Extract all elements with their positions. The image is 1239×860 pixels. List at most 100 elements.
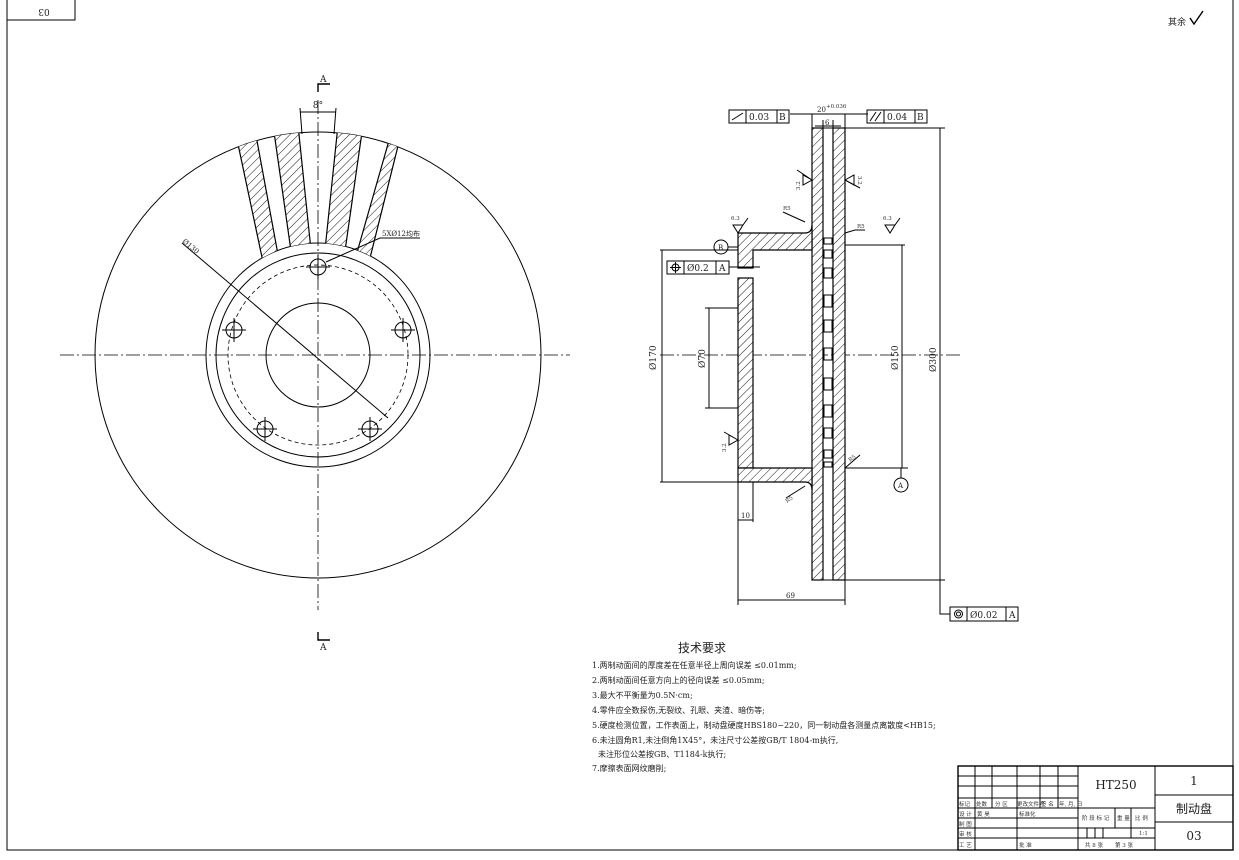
drawing-frame xyxy=(6,0,1234,851)
svg-text:年, 月, 日: 年, 月, 日 xyxy=(1059,800,1083,808)
part-name: 制动盘 xyxy=(1176,801,1212,816)
surface-finish-text: 其余 xyxy=(1168,16,1186,28)
tech-req-item: 1.两制动面间的厚度差在任意半径上周向误差 ≤0.01mm; xyxy=(592,660,797,670)
runout-tolerance-frame: 0.03 B xyxy=(728,109,790,124)
svg-text:更改文件号: 更改文件号 xyxy=(1017,800,1045,808)
runout-datum: B xyxy=(779,113,786,123)
dim-10-label: 10 xyxy=(741,512,750,520)
parallel-datum: B xyxy=(917,113,924,123)
coaxial-datum: A xyxy=(1008,611,1016,621)
position-value: Ø0.2 xyxy=(687,263,709,274)
datum-b-label: B xyxy=(718,244,723,252)
svg-text:黄 昊: 黄 昊 xyxy=(977,810,990,818)
svg-text:制 图: 制 图 xyxy=(959,820,972,828)
svg-text:工 艺: 工 艺 xyxy=(959,842,972,849)
svg-text:6.3: 6.3 xyxy=(883,216,892,222)
svg-text:1:1: 1:1 xyxy=(1139,831,1148,837)
outboard-friction-plate xyxy=(832,127,846,581)
tech-req-item: 6.未注圆角R1,未注倒角1X45°，未注尺寸公差按GB/T 1804-m执行, xyxy=(592,735,838,745)
vane-section xyxy=(234,132,403,263)
d70-dimension xyxy=(705,307,738,409)
svg-text:R5: R5 xyxy=(848,454,858,464)
tech-req-item: 未注形位公差按GB、T1184-k执行; xyxy=(598,749,726,759)
bolt-hole xyxy=(253,417,277,441)
position-tolerance-frame: Ø0.2 A xyxy=(666,260,760,275)
roughness-check-icon xyxy=(1189,10,1204,26)
technical-requirements: 技术要求 1.两制动面间的厚度差在任意半径上周向误差 ≤0.01mm; 2.两制… xyxy=(592,641,936,773)
tech-req-item: 2.两制动面间任意方向上的径向误差 ≤0.05mm; xyxy=(592,675,765,685)
coaxial-tolerance-frame: Ø0.02 A xyxy=(939,580,1019,622)
pcd-leader xyxy=(181,242,389,419)
tech-req-title: 技术要求 xyxy=(678,641,726,655)
position-datum: A xyxy=(718,264,726,274)
svg-text:R5: R5 xyxy=(857,224,865,230)
surface-finish-note: 其余 xyxy=(1168,10,1204,28)
bolt-holes xyxy=(222,255,415,441)
section-label-top: A xyxy=(319,75,327,85)
d170-dimension xyxy=(660,249,738,483)
section-arrow-bottom xyxy=(317,632,330,641)
svg-text:标准化: 标准化 xyxy=(1019,810,1036,818)
svg-text:3.2: 3.2 xyxy=(856,176,862,185)
pcd-label: Ø130 xyxy=(181,237,201,255)
hat-bottom-wall xyxy=(737,467,813,491)
tech-req-item: 3.最大不平衡量为0.5N·cm; xyxy=(592,690,693,700)
tech-req-item: 7.摩擦表面网纹磨削; xyxy=(592,763,666,773)
tech-req-item: 5.硬度检测位置，工作表面上，制动盘硬度HBS180~220，同一制动盘各测量点… xyxy=(592,720,936,730)
d300-label: Ø300 xyxy=(928,347,939,372)
parallel-tolerance-frame: 0.04 B xyxy=(866,109,928,124)
section-label-bottom: A xyxy=(319,643,327,653)
bolt-hole xyxy=(358,417,382,441)
quantity-label: 1 xyxy=(1190,774,1198,788)
inboard-friction-plate xyxy=(811,127,824,581)
dim-10 xyxy=(738,482,754,522)
coaxial-value: Ø0.02 xyxy=(970,610,997,621)
parallel-icon xyxy=(869,111,882,122)
dim-69 xyxy=(737,482,846,605)
section-view: Ø170 Ø70 Ø150 Ø300 69 10 20 +0.036 6 0.0… xyxy=(648,104,1019,622)
title-block: 标记 处数 分 区 更改文件号 签 名 年, 月, 日 设 计 黄 昊 标准化 … xyxy=(957,765,1234,851)
front-view: 8° A A Ø130 5XØ12均布 xyxy=(60,75,570,653)
material-label: HT250 xyxy=(1095,778,1136,792)
svg-text:第 3 张: 第 3 张 xyxy=(1115,841,1133,849)
svg-text:重 量: 重 量 xyxy=(1117,814,1130,822)
svg-text:签 名: 签 名 xyxy=(1041,800,1054,808)
svg-text:R5: R5 xyxy=(783,206,791,212)
sheet-code: 03 xyxy=(38,6,50,16)
hat-side-wall xyxy=(737,277,754,469)
svg-text:共 8 张: 共 8 张 xyxy=(1085,841,1103,849)
d70-label: Ø70 xyxy=(697,349,708,368)
gap-dimension xyxy=(815,120,841,128)
vent-slots xyxy=(823,237,833,468)
thickness-dimension xyxy=(790,113,868,128)
svg-text:3.2: 3.2 xyxy=(796,181,802,190)
svg-text:设 计: 设 计 xyxy=(959,810,972,818)
svg-text:审 核: 审 核 xyxy=(959,830,972,838)
runout-value: 0.03 xyxy=(749,113,769,123)
datum-a-label: A xyxy=(897,482,904,490)
tech-req-item: 4.零件应全数探伤,无裂纹、孔眼、夹渣、暗伤等; xyxy=(592,705,765,715)
bolt-hole xyxy=(391,318,415,342)
datum-a: A xyxy=(893,467,909,493)
svg-text:R5: R5 xyxy=(785,495,795,505)
dim-69-label: 69 xyxy=(786,592,795,600)
svg-text:阶 段 标 记: 阶 段 标 记 xyxy=(1082,814,1110,822)
gap-label: 6 xyxy=(825,119,830,127)
section-arrow-top xyxy=(317,83,330,92)
concentricity-icon xyxy=(954,609,963,619)
drawing-number: 03 xyxy=(1186,829,1201,843)
bolt-hole xyxy=(222,318,246,342)
svg-text:6.3: 6.3 xyxy=(731,216,740,222)
angle-label: 8° xyxy=(313,101,323,111)
svg-text:处数: 处数 xyxy=(976,800,988,808)
thickness-label: 20 xyxy=(817,106,826,114)
svg-text:标记: 标记 xyxy=(959,800,971,808)
d170-label: Ø170 xyxy=(648,345,659,370)
sheet-code-box: 03 xyxy=(6,0,76,21)
d300-dimension xyxy=(845,127,945,581)
d150-label: Ø150 xyxy=(890,345,901,370)
svg-text:批 准: 批 准 xyxy=(1019,841,1032,849)
svg-text:分 区: 分 区 xyxy=(995,800,1008,808)
svg-text:比 例: 比 例 xyxy=(1135,814,1148,822)
